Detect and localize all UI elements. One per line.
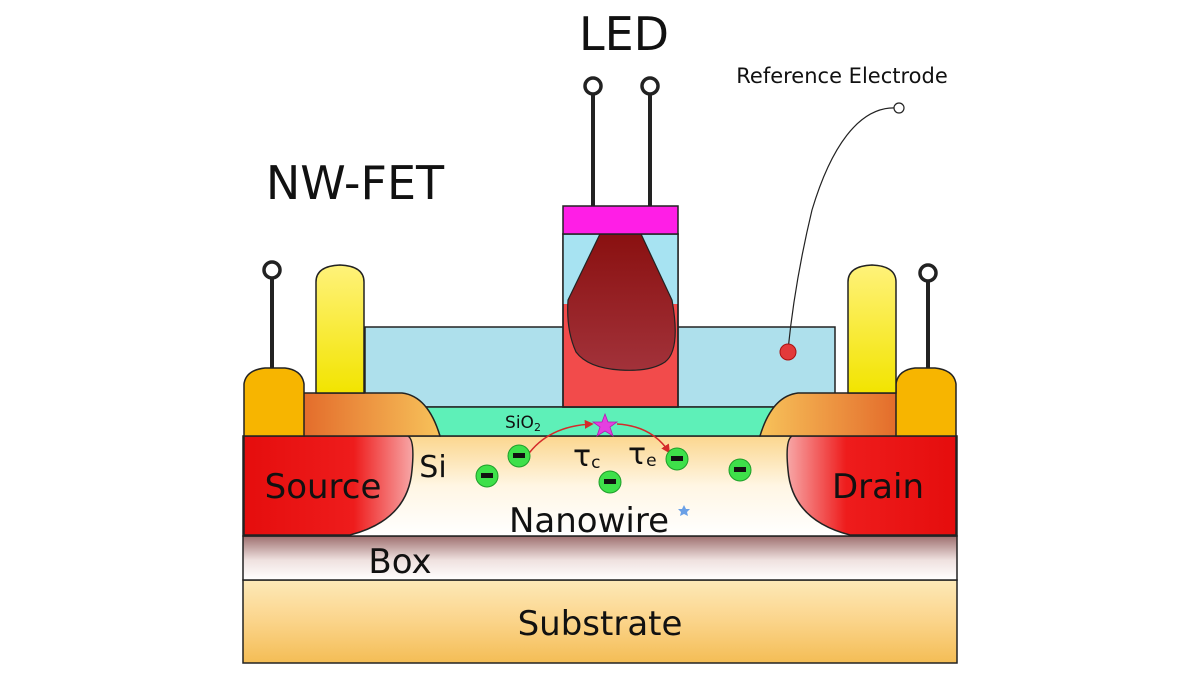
- source-terminal-node: [262, 260, 282, 280]
- drain-terminal-node: [918, 263, 938, 283]
- nwfet-label: NW-FET: [266, 156, 445, 210]
- substrate-layer: [242, 579, 958, 664]
- led-light-beam: [567, 233, 676, 371]
- right-gate-pillar: [847, 264, 897, 394]
- tau-capture-label: τc: [573, 439, 600, 474]
- left-gate-pillar: [315, 264, 365, 394]
- reference-electrode-tip: [779, 343, 797, 361]
- drain-label: Drain: [832, 467, 924, 507]
- reference-electrode-label: Reference Electrode: [736, 64, 948, 88]
- si-label: Si: [419, 450, 446, 485]
- led-terminal-left: [583, 76, 603, 96]
- source-label: Source: [265, 467, 382, 507]
- reference-electrode-terminal: [893, 102, 905, 114]
- small-star-icon: [678, 505, 690, 516]
- left-spacer: [299, 392, 442, 437]
- electron: [507, 444, 531, 468]
- tau-emission-label: τe: [628, 437, 657, 472]
- led-cap: [562, 205, 679, 235]
- led-terminal-right: [640, 76, 660, 96]
- box-layer: [242, 535, 958, 581]
- source-contact: [243, 367, 305, 437]
- source-region: [243, 435, 414, 536]
- substrate-label: Substrate: [518, 604, 683, 644]
- sio2-label: SiO2: [505, 413, 541, 434]
- nanowire-label: Nanowire: [509, 501, 669, 541]
- electron: [665, 447, 689, 471]
- box-label: Box: [368, 542, 431, 582]
- trap-site-star: [591, 412, 619, 437]
- led-label: LED: [579, 7, 669, 61]
- right-spacer: [758, 392, 901, 437]
- emission-arrow: [616, 423, 670, 454]
- drain-contact: [895, 367, 957, 437]
- electron: [475, 464, 499, 488]
- electron: [728, 458, 752, 482]
- capture-arrow: [526, 419, 594, 457]
- reference-electrode-wire: [787, 107, 899, 351]
- drain-region: [786, 435, 957, 536]
- electron: [598, 470, 622, 494]
